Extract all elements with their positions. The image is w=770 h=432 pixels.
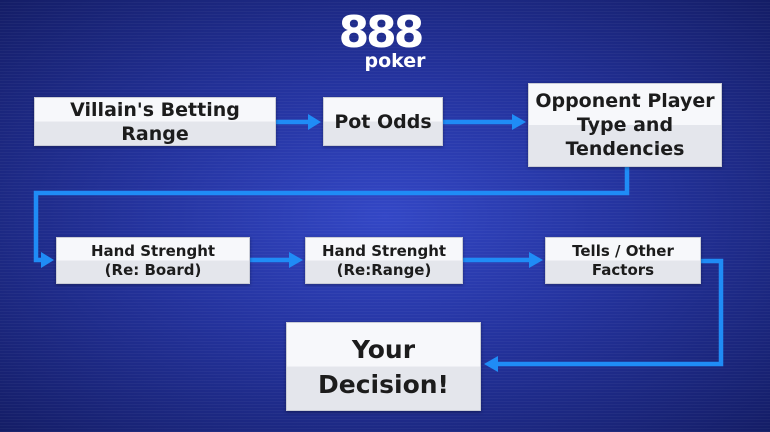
logo-poker-text: poker [364,50,426,72]
node-pot-odds: Pot Odds [323,97,443,146]
edge-opponent-type-to-hand-board [33,167,630,268]
edge-hand-range-to-tells [463,252,543,268]
node-label: Hand Strenght (Re:Range) [321,241,447,279]
node-villains-betting-range: Villain's Betting Range [34,97,276,146]
node-label: Your Decision! [318,334,449,399]
edge-pot-odds-to-opponent-type [443,114,526,130]
node-label: Villain's Betting Range [70,98,240,145]
node-label: Tells / Other Factors [572,241,674,279]
888poker-logo: 888 poker [330,10,430,74]
node-label: Hand Strenght (Re: Board) [90,241,216,279]
node-your-decision: Your Decision! [286,322,481,411]
node-label: Pot Odds [334,110,432,133]
node-opponent-player-type: Opponent Player Type and Tendencies [528,83,722,167]
node-label: Opponent Player Type and Tendencies [535,90,715,160]
edge-tells-to-decision [484,258,724,372]
edge-hand-board-to-hand-range [250,252,303,268]
node-hand-strength-range: Hand Strenght (Re:Range) [305,237,463,284]
edge-villain-range-to-pot-odds [276,114,321,130]
node-tells-other-factors: Tells / Other Factors [545,237,701,284]
node-hand-strength-board: Hand Strenght (Re: Board) [56,237,250,284]
logo-888-text: 888 [338,7,425,58]
